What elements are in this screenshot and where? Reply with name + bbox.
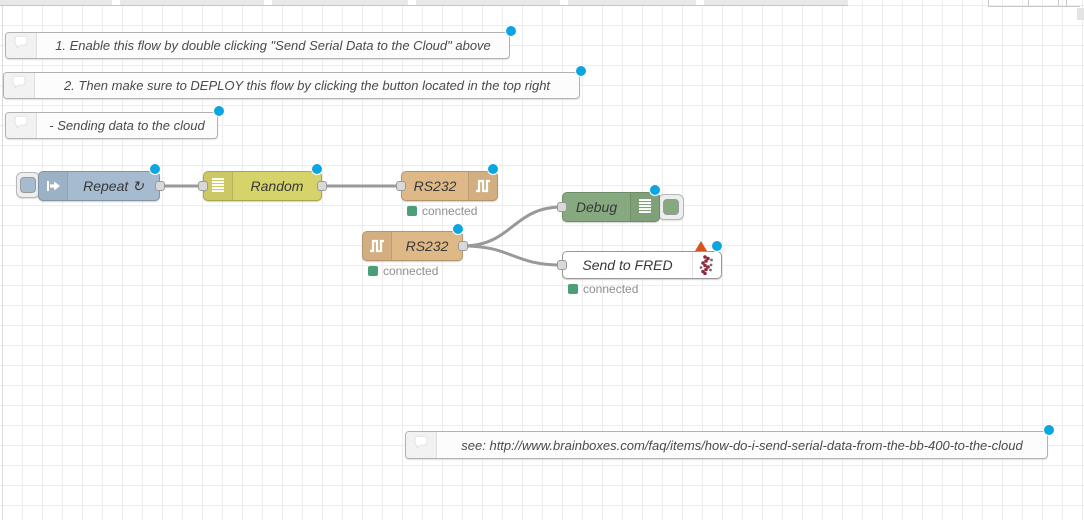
tabbar-edge-bar [1077, 8, 1084, 20]
tabbar-controls-tick [1028, 0, 1029, 6]
comment-node[interactable]: 1. Enable this flow by double clicking "… [5, 32, 510, 59]
flow-tab-separator [560, 0, 568, 5]
comment-node[interactable]: 2. Then make sure to DEPLOY this flow by… [3, 72, 580, 99]
square-wave-icon [468, 172, 497, 200]
node-label: Debug [575, 199, 618, 215]
node-debug[interactable]: Debug [562, 192, 660, 222]
comment-label: see: http://www.brainboxes.com/faq/items… [461, 437, 1023, 453]
changed-badge [214, 106, 224, 116]
comment-icon-region [6, 113, 37, 138]
changed-badge [506, 26, 516, 36]
status-text: connected [383, 264, 439, 278]
comment-node[interactable]: - Sending data to the cloud [5, 112, 218, 139]
comment-icon-region [4, 73, 35, 98]
wire-serial-in-to-debug[interactable] [461, 205, 564, 248]
canvas-left-edge [2, 5, 3, 520]
node-random[interactable]: Random [203, 171, 322, 201]
inject-button[interactable] [16, 172, 40, 198]
tabbar-controls-tick [1058, 0, 1059, 6]
node-label: Random [250, 178, 304, 194]
comment-bubble-icon [12, 113, 30, 138]
node-label: Send to FRED [582, 257, 673, 273]
comment-label: 1. Enable this flow by double clicking "… [55, 38, 491, 53]
debug-toggle-button[interactable] [658, 194, 684, 220]
node-status: connected [368, 264, 438, 278]
comment-label: - Sending data to the cloud [49, 118, 205, 133]
changed-badge [576, 66, 586, 76]
changed-badge [712, 241, 722, 251]
status-text: connected [583, 282, 639, 296]
changed-badge [650, 185, 660, 195]
changed-badge [453, 224, 463, 234]
flow-tabbar-edge[interactable] [0, 0, 848, 6]
inject-arrow-icon [39, 172, 68, 200]
square-wave-icon [363, 232, 392, 260]
list-lines-icon [630, 193, 659, 221]
status-square-icon [407, 206, 417, 216]
input-port[interactable] [557, 260, 567, 270]
comment-node[interactable]: see: http://www.brainboxes.com/faq/items… [405, 431, 1048, 459]
fred-logo-icon [692, 252, 721, 278]
flow-tab-separator [408, 0, 416, 5]
list-lines-icon [204, 172, 233, 200]
comment-bubble-icon [10, 73, 28, 98]
changed-badge [1044, 425, 1054, 435]
comment-icon-region [6, 33, 37, 58]
wire-serial-in-to-fred[interactable] [461, 244, 564, 267]
output-port[interactable] [155, 181, 165, 191]
node-inject[interactable]: Repeat ↻ [38, 171, 160, 201]
flow-tab-separator [696, 0, 704, 5]
tabbar-controls-tick [988, 0, 989, 6]
input-port[interactable] [557, 202, 567, 212]
status-square-icon [368, 266, 378, 276]
node-label: Repeat ↻ [83, 177, 144, 194]
changed-badge [488, 164, 498, 174]
inject-button-fill [20, 177, 36, 193]
comment-bubble-icon [412, 433, 430, 458]
node-fred[interactable]: Send to FRED [562, 251, 722, 279]
debug-toggle-fill [663, 199, 679, 215]
node-serial-in[interactable]: RS232 [362, 231, 463, 261]
comment-bubble-icon [12, 33, 30, 58]
error-badge [695, 241, 707, 251]
changed-badge [150, 164, 160, 174]
node-label: RS232 [405, 238, 449, 254]
flow-tab-separator [112, 0, 120, 5]
node-status: connected [407, 204, 477, 218]
input-port[interactable] [198, 181, 208, 191]
changed-badge [312, 164, 322, 174]
node-label: RS232 [413, 178, 457, 194]
flow-tab-separator [264, 0, 272, 5]
tabbar-controls-tick [1066, 0, 1067, 6]
input-port[interactable] [396, 181, 406, 191]
output-port[interactable] [458, 241, 468, 251]
node-serial-out[interactable]: RS232 [401, 171, 498, 201]
comment-label: 2. Then make sure to DEPLOY this flow by… [63, 78, 551, 93]
node-status: connected [568, 282, 638, 296]
comment-icon-region [406, 432, 437, 458]
status-text: connected [422, 204, 478, 218]
status-square-icon [568, 284, 578, 294]
tabbar-controls-line [988, 6, 1080, 7]
output-port[interactable] [317, 181, 327, 191]
